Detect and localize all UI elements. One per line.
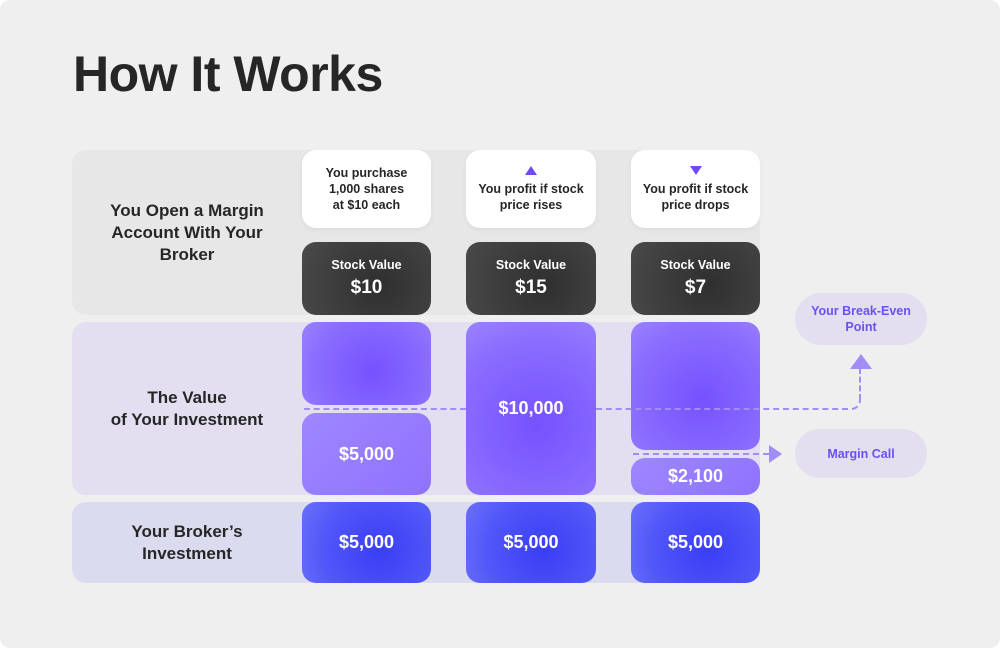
investment-upper-block-1 <box>302 322 431 405</box>
scenario-card-purchase: You purchase 1,000 shares at $10 each <box>302 150 431 228</box>
margin-call-callout: Margin Call <box>795 429 927 478</box>
break-even-line-segment-1 <box>304 408 466 410</box>
stock-value-card-3: Stock Value $7 <box>631 242 760 315</box>
investment-value-card-2: $10,000 <box>466 322 596 495</box>
broker-investment-card-2: $5,000 <box>466 502 596 583</box>
break-even-line-curve <box>849 398 861 410</box>
broker-investment-card-1: $5,000 <box>302 502 431 583</box>
break-even-callout: Your Break-Even Point <box>795 293 927 345</box>
broker-investment-card-3: $5,000 <box>631 502 760 583</box>
arrow-up-icon <box>850 354 872 369</box>
row-label-investment-value: The Value of Your Investment <box>110 387 264 429</box>
break-even-line-vertical <box>859 368 861 400</box>
stock-value-card-1: Stock Value $10 <box>302 242 431 315</box>
investment-upper-block-3 <box>631 322 760 450</box>
margin-call-line <box>633 453 769 455</box>
investment-value-card-3: $2,100 <box>631 458 760 495</box>
investment-value-card-1: $5,000 <box>302 413 431 495</box>
scenario-card-price-drops: You profit if stock price drops <box>631 150 760 228</box>
break-even-line-segment-2 <box>596 408 848 410</box>
row-label-broker-investment: Your Broker’s Investment <box>131 521 243 563</box>
row-label-open-account: You Open a Margin Account With Your Brok… <box>110 200 264 264</box>
triangle-down-icon <box>689 165 702 175</box>
scenario-card-price-rises: You profit if stock price rises <box>466 150 596 228</box>
arrow-right-icon <box>769 445 782 463</box>
page-title: How It Works <box>73 46 383 102</box>
stock-value-card-2: Stock Value $15 <box>466 242 596 315</box>
triangle-up-icon <box>525 165 537 175</box>
